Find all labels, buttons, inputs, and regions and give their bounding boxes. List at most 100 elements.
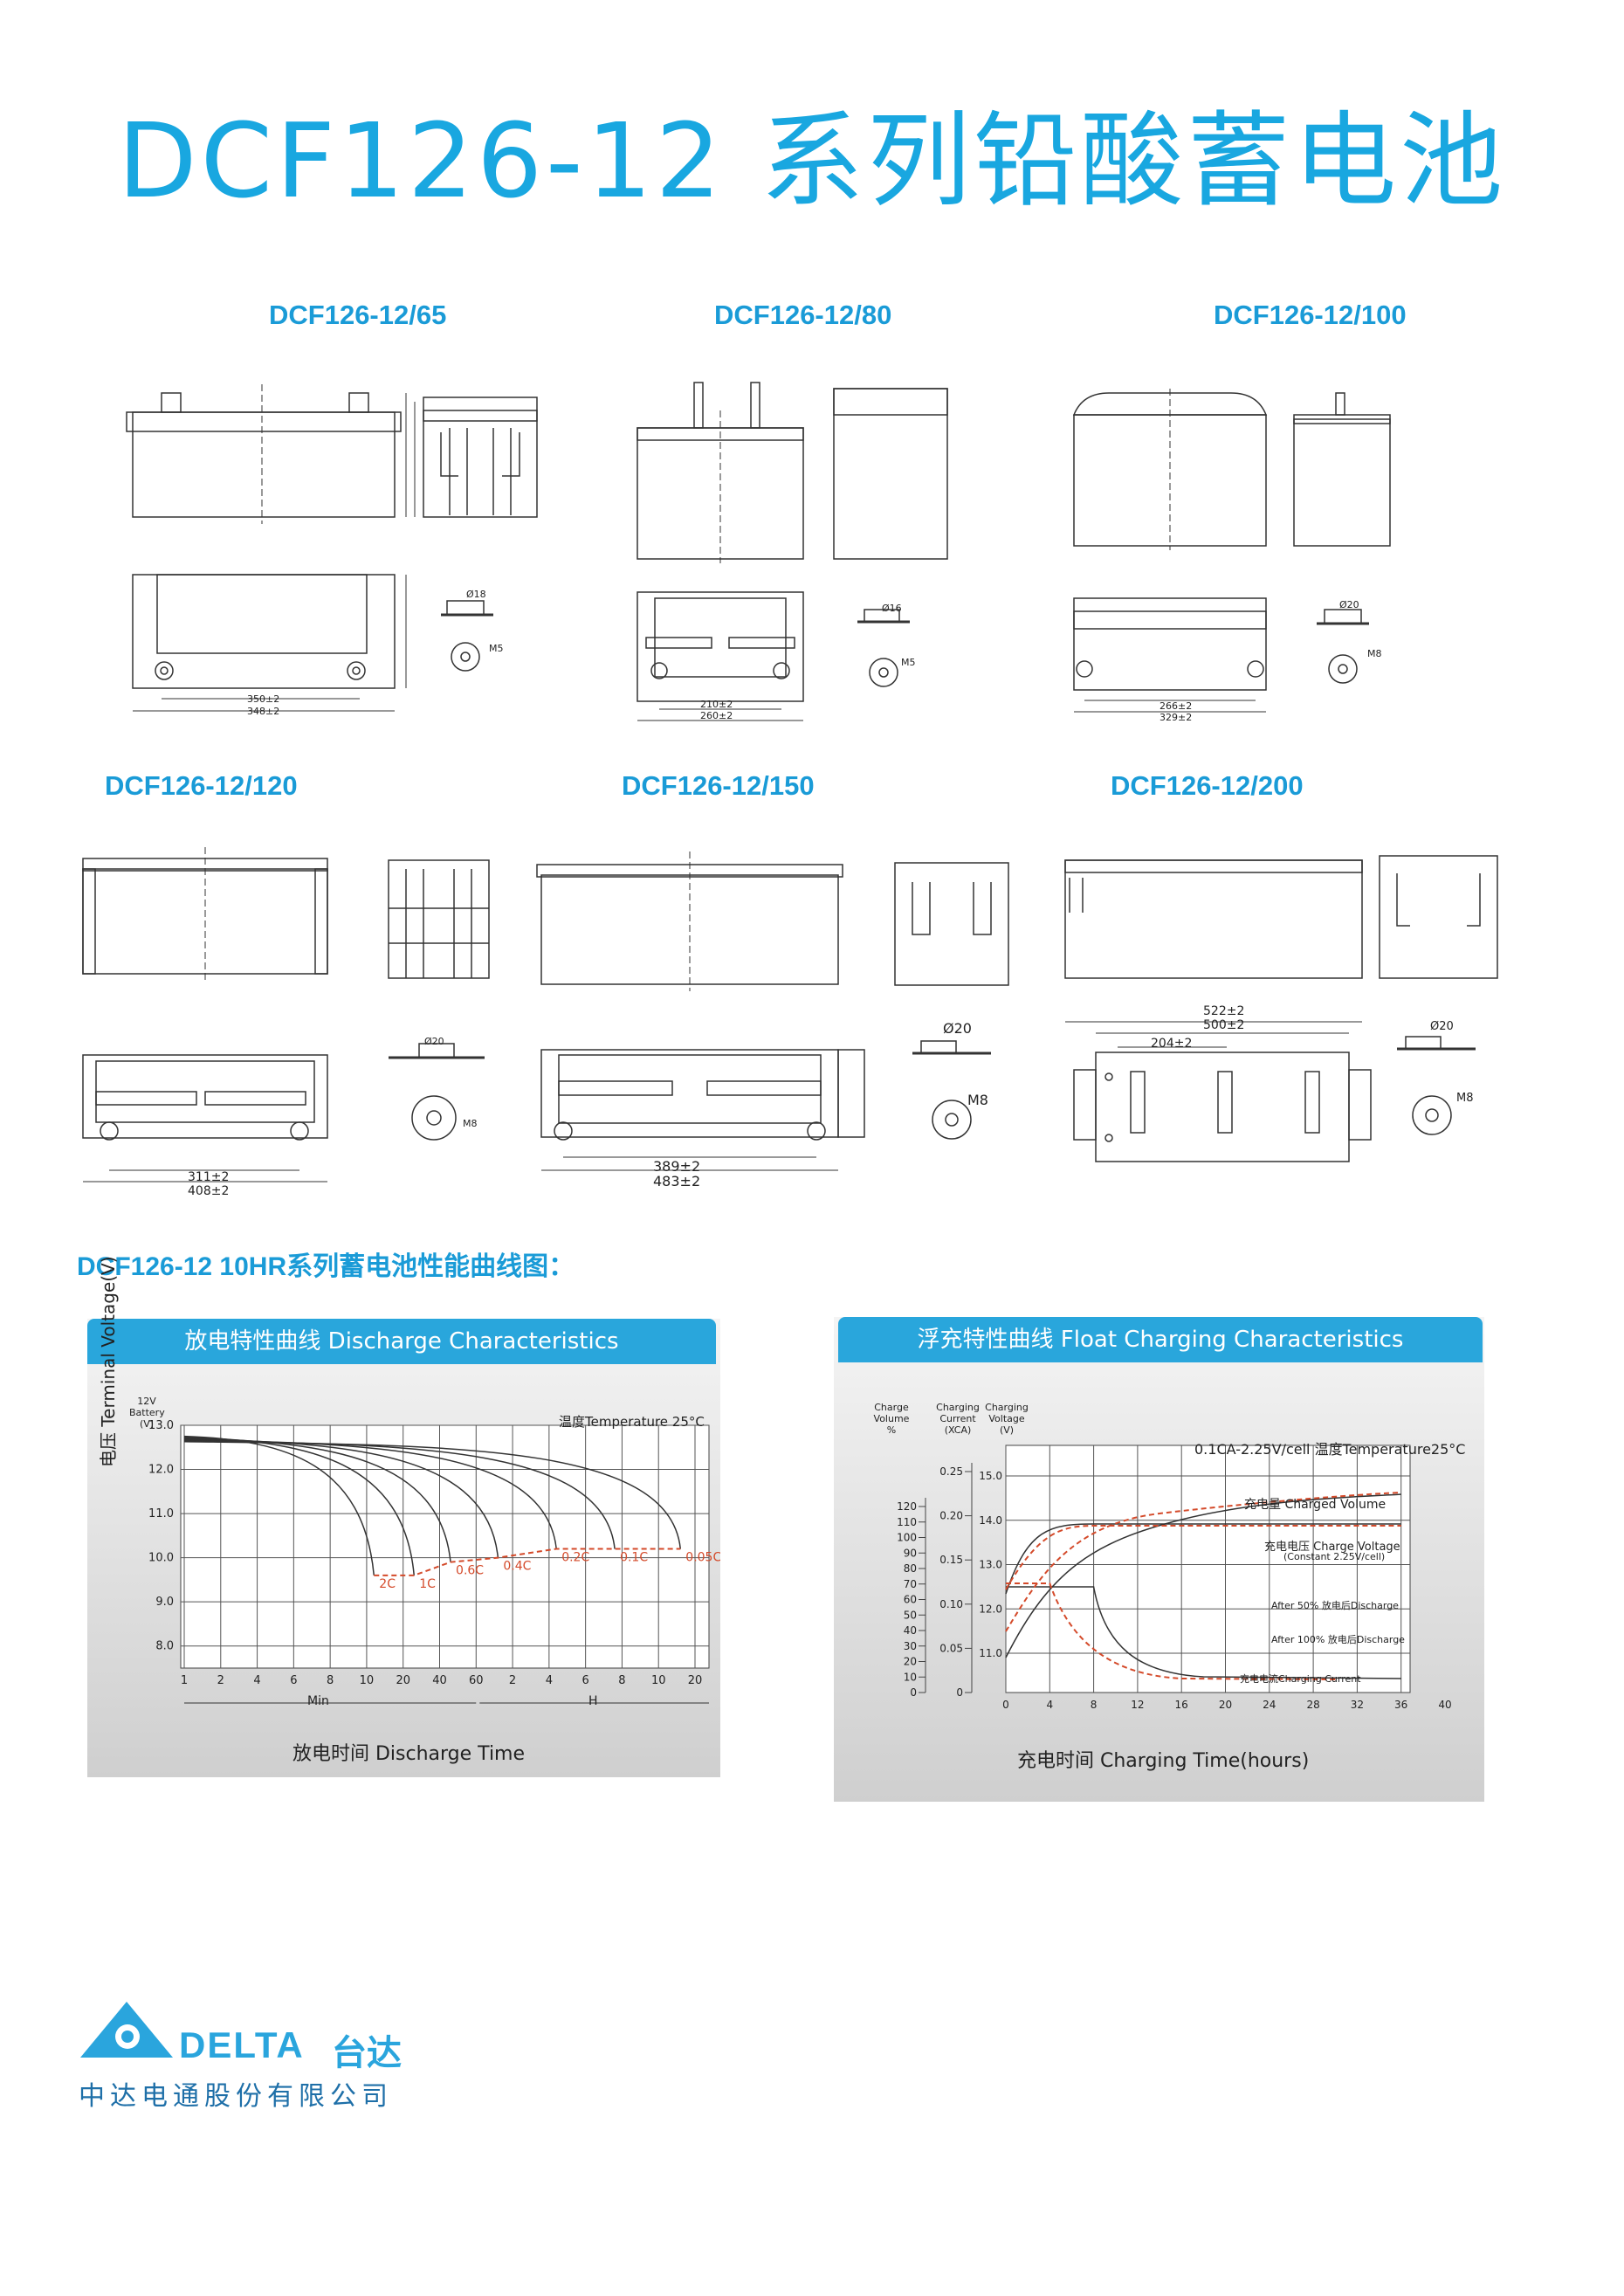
float-volume-tick: 30 (904, 1640, 917, 1652)
discharge-endvoltage-line (374, 1548, 681, 1576)
discharge-x-tick: 60 (469, 1674, 484, 1687)
float-volume-curve-50 (1005, 1492, 1401, 1632)
float-volume-tick: 120 (897, 1500, 917, 1513)
dim-120-term: M8 (463, 1118, 478, 1129)
dim-200-w3: 204±2 (1151, 1037, 1193, 1051)
float-volume-tick: 40 (904, 1624, 917, 1637)
discharge-xlabel: 放电时间 Discharge Time (292, 1743, 526, 1765)
discharge-min-label: Min (307, 1694, 329, 1708)
discharge-x-tick: 20 (396, 1674, 410, 1687)
float-x-tick: 40 (1438, 1699, 1451, 1711)
float-legend-voltage-b: (Constant 2.25V/cell) (1283, 1551, 1386, 1562)
float-volume-tick: 10 (904, 1671, 917, 1683)
float-x-tick: 12 (1131, 1699, 1144, 1711)
discharge-plot-area (180, 1424, 710, 1669)
float-volume-tick: 0 (910, 1686, 917, 1699)
float-volume-tick: 80 (904, 1562, 917, 1575)
dim-80-w2: 260±2 (700, 710, 733, 721)
float-voltage-curve-50 (1005, 1525, 1401, 1590)
discharge-y-tick: 12.0 (148, 1464, 174, 1477)
brand-name: DELTA (179, 2024, 305, 2065)
discharge-series-label: 0.05C (685, 1551, 720, 1565)
float-condition: 0.1CA-2.25V/cell 温度Temperature25°C (1194, 1441, 1466, 1458)
float-volume-tick: 110 (897, 1516, 917, 1528)
float-volume-tick: 70 (904, 1578, 917, 1590)
drawing-120 (74, 843, 511, 1201)
discharge-y-tick: 9.0 (155, 1596, 174, 1609)
dim-100-w1: 266±2 (1160, 700, 1193, 712)
page-title: DCF126-12 系列铅酸蓄电池 (117, 100, 1507, 221)
discharge-x-tick: 8 (327, 1674, 334, 1687)
float-current-curve (1006, 1586, 1401, 1679)
float-x-tick: 8 (1091, 1699, 1098, 1711)
dim-150-term: M8 (967, 1092, 988, 1108)
float-voltage-tick: 13.0 (979, 1559, 1002, 1571)
dim-200-w2: 500±2 (1203, 1018, 1245, 1032)
float-volume-tick: 60 (904, 1594, 917, 1606)
discharge-series-label: 0.1C (620, 1551, 648, 1565)
model-label-65: DCF126-12/65 (269, 300, 447, 330)
brand-cn: 台达 (332, 2033, 402, 2073)
discharge-y-tick: 11.0 (148, 1507, 174, 1520)
dim-120-term-d: Ø20 (424, 1036, 444, 1047)
dim-120-w2: 408±2 (188, 1184, 230, 1198)
dim-80-term-d: Ø16 (882, 603, 902, 614)
discharge-x-tick: 2 (217, 1674, 224, 1687)
dim-65-w1: 350±2 (247, 693, 280, 705)
float-legend-after100: After 100% 放电后Discharge (1271, 1634, 1405, 1645)
dim-65-term: M5 (489, 643, 504, 654)
float-voltage-tick: 15.0 (979, 1470, 1002, 1482)
model-label-120: DCF126-12/120 (105, 770, 298, 801)
model-label-150: DCF126-12/150 (622, 770, 815, 801)
float-x-tick: 28 (1306, 1699, 1319, 1711)
model-label-100: DCF126-12/100 (1214, 300, 1407, 330)
float-current-curve-50 (1006, 1582, 1336, 1680)
float-legend-current: 充电电流Charging Current (1240, 1673, 1361, 1685)
float-x-tick: 24 (1263, 1699, 1276, 1711)
drawing-80 (611, 376, 978, 734)
discharge-x-tick: 20 (688, 1674, 703, 1687)
float-current-tick: 0.25 (939, 1465, 963, 1478)
float-x-tick: 4 (1046, 1699, 1053, 1711)
dim-150-w2: 483±2 (653, 1173, 701, 1189)
float-x-tick: 0 (1002, 1699, 1009, 1711)
discharge-x-tick: 6 (290, 1674, 297, 1687)
dim-100-w2: 329±2 (1160, 712, 1193, 723)
discharge-x-tick: 10 (360, 1674, 375, 1687)
dim-65-w2: 348±2 (247, 706, 280, 717)
model-label-80: DCF126-12/80 (714, 300, 892, 330)
discharge-x-tick: 40 (432, 1674, 447, 1687)
float-volume-curve (1005, 1493, 1401, 1658)
company-name: 中达电通股份有限公司 (79, 2081, 393, 2112)
discharge-series-label: 0.2C (561, 1551, 589, 1565)
float-current-tick: 0.20 (939, 1510, 963, 1522)
float-voltage-tick: 12.0 (979, 1603, 1002, 1615)
float-legend-voltage: 充电电压 Charge Voltage (1264, 1541, 1400, 1554)
discharge-x-tick: 1 (181, 1674, 188, 1687)
model-label-200: DCF126-12/200 (1111, 770, 1304, 801)
dim-80-w1: 210±2 (700, 699, 733, 710)
discharge-x-tick: 4 (546, 1674, 553, 1687)
section-title: DCF126-12 10HR系列蓄电池性能曲线图： (77, 1252, 575, 1281)
float-x-tick: 20 (1219, 1699, 1232, 1711)
float-legend-after50: After 50% 放电后Discharge (1271, 1600, 1399, 1611)
dim-150-w1: 389±2 (653, 1158, 701, 1175)
float-col2: Charging Current (XCA) (936, 1402, 980, 1436)
dim-100-term: M8 (1367, 648, 1382, 659)
float-x-tick: 32 (1351, 1699, 1364, 1711)
dim-150-term-d: Ø20 (943, 1020, 972, 1037)
drawing-100 (1065, 376, 1432, 734)
float-volume-tick: 100 (897, 1532, 917, 1544)
float-banner: 浮充特性曲线 Float Charging Characteristics (838, 1317, 1483, 1362)
discharge-y-tick: 13.0 (148, 1419, 174, 1432)
float-current-tick: 0.10 (939, 1598, 963, 1610)
drawing-150 (524, 847, 1030, 1205)
dim-120-w1: 311±2 (188, 1170, 230, 1184)
discharge-x-tick: 4 (253, 1674, 260, 1687)
discharge-yunit: 12V Battery (V) (129, 1396, 165, 1430)
delta-logo (79, 2000, 175, 2065)
discharge-series-label: 2C (379, 1577, 396, 1591)
discharge-series-label: 0.4C (503, 1560, 531, 1574)
